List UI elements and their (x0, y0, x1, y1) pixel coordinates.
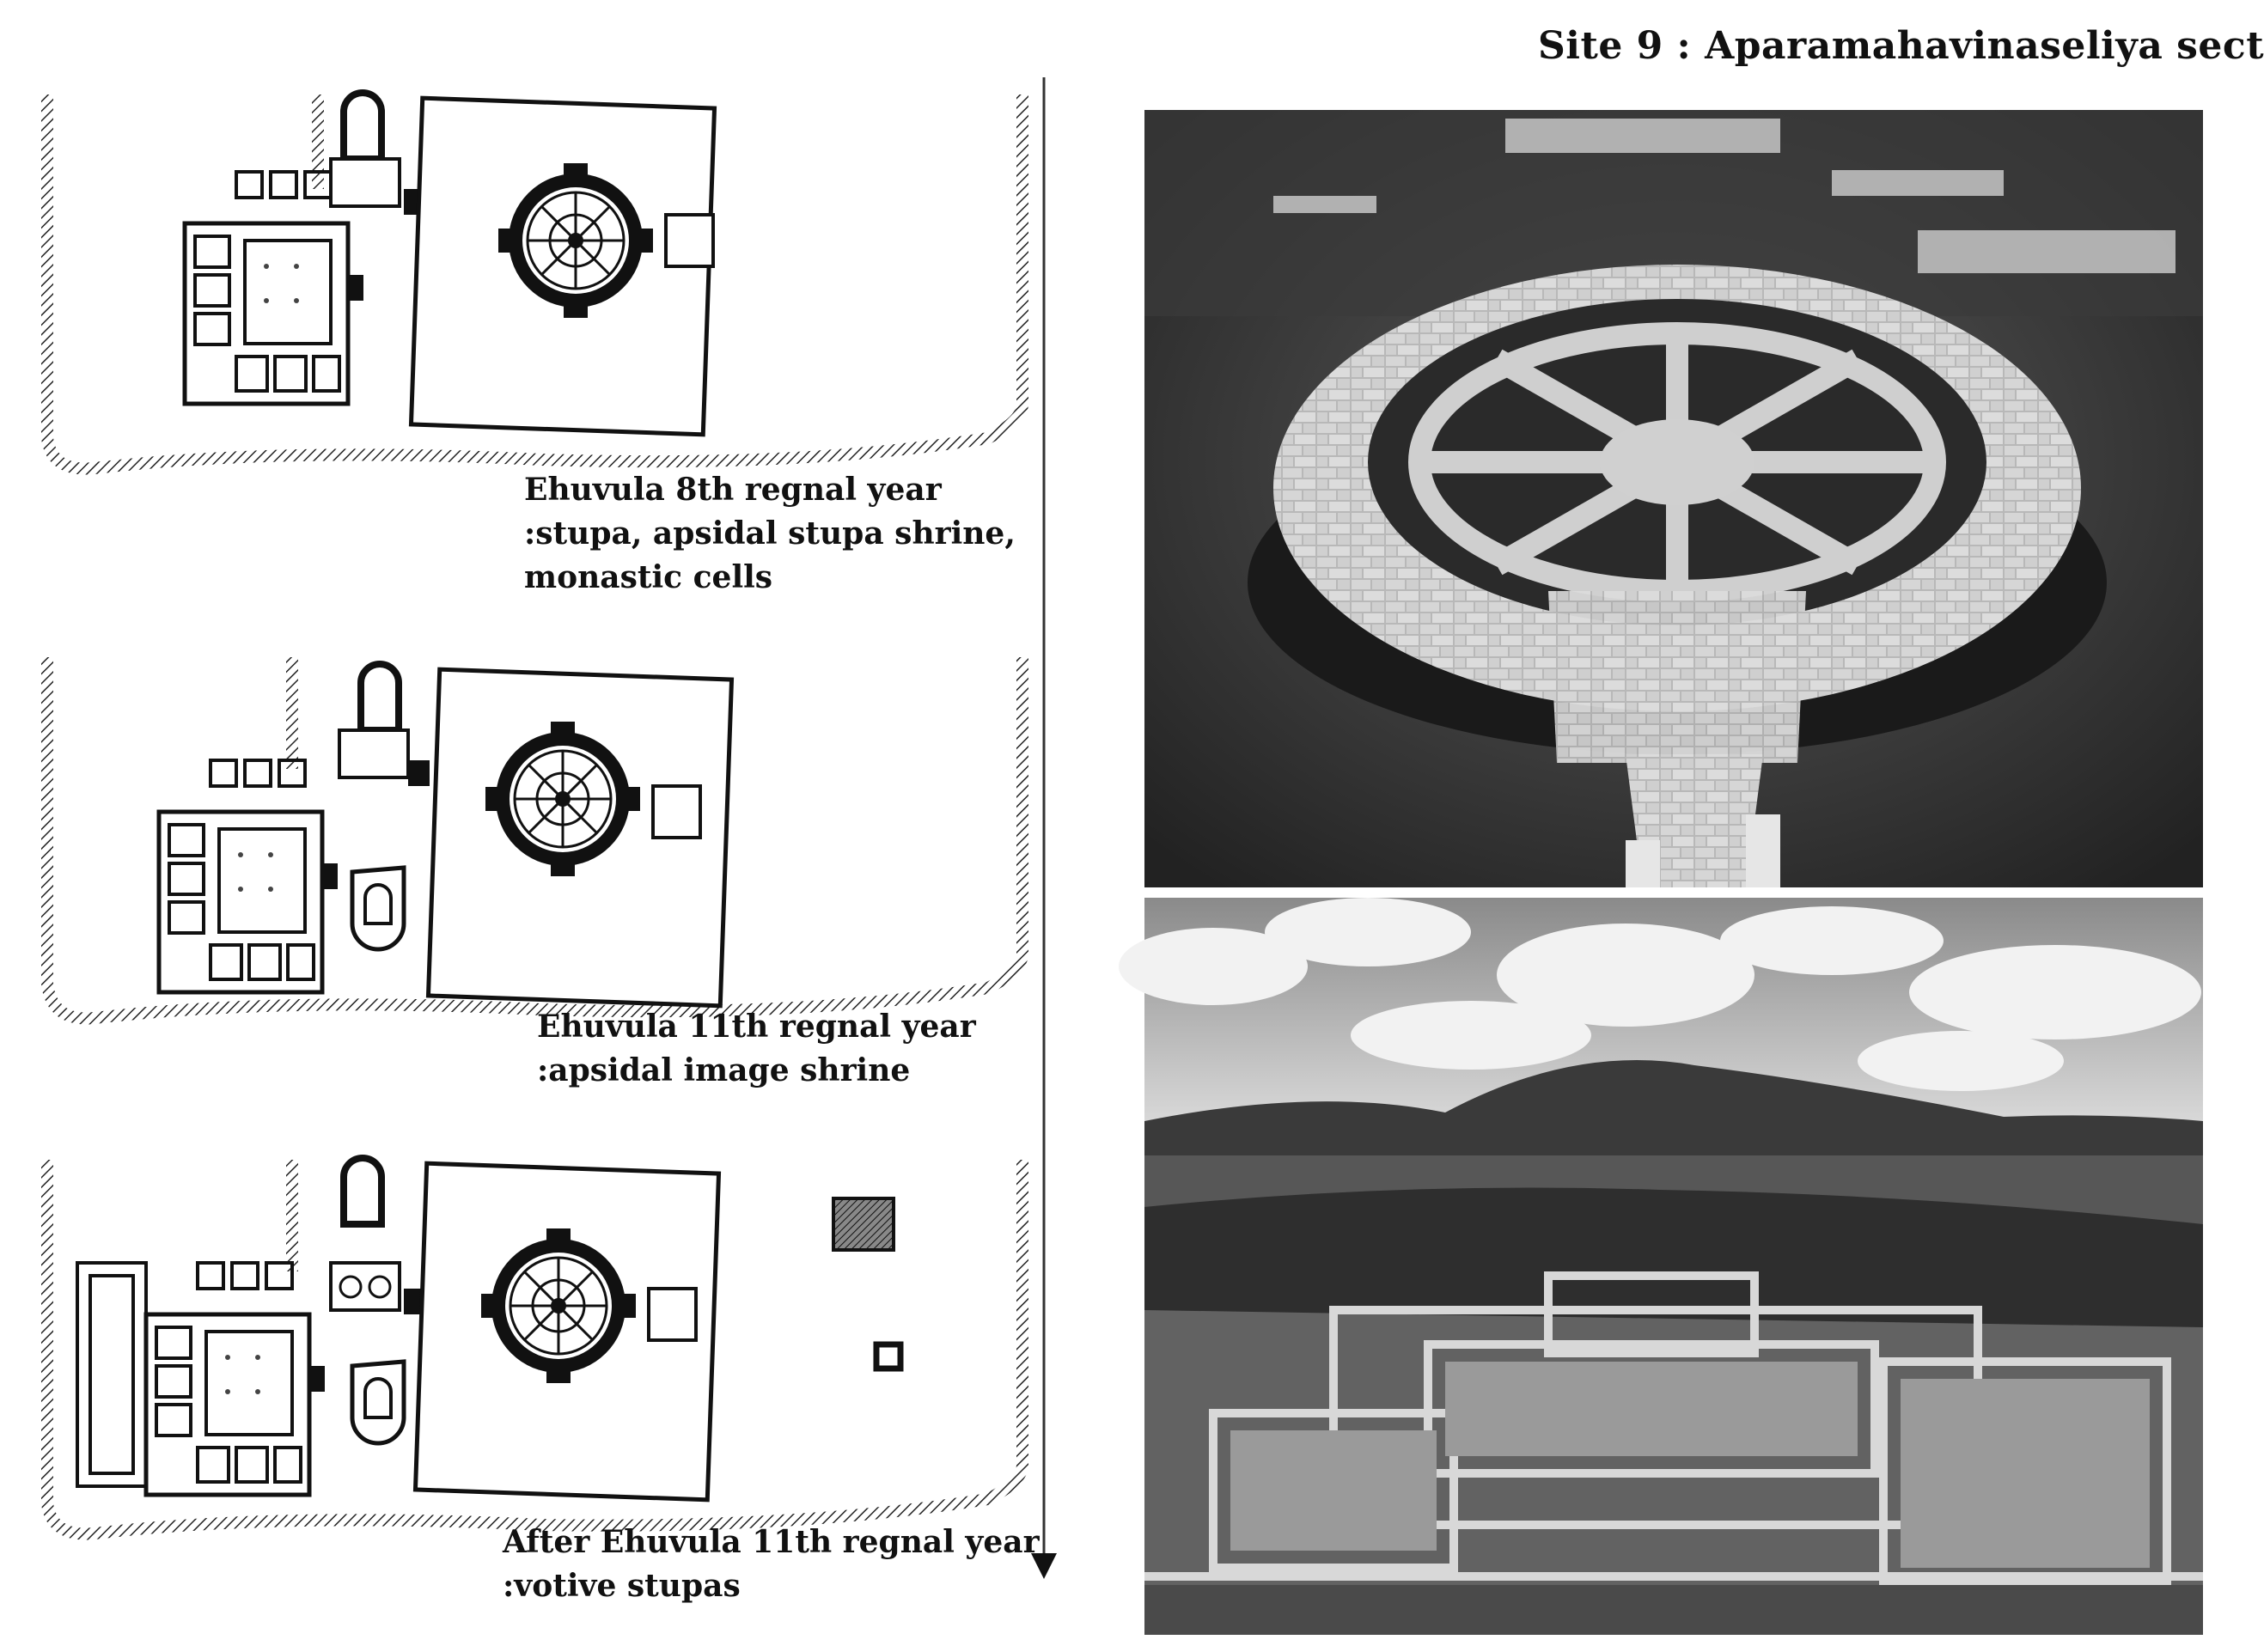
monastery-ruins-photo (1119, 898, 2203, 1635)
caption-line: :apsidal image shrine (537, 1052, 911, 1088)
page-title: Site 9 : Aparamahavinaseliya sect (1538, 24, 2264, 68)
photo-image (1144, 110, 2203, 887)
caption-phase-1: Ehuvula 8th regnal year :stupa, apsidal … (524, 468, 1016, 600)
aerial-stupa-photo (1144, 110, 2203, 887)
plan-drawing (41, 77, 1028, 475)
timeline-arrow (1031, 77, 1057, 1579)
caption-line: Ehuvula 11th regnal year (537, 1009, 976, 1045)
site-plan-phase-3 (26, 1134, 1048, 1589)
caption-line: Ehuvula 8th regnal year (524, 472, 942, 508)
caption-phase-3: After Ehuvula 11th regnal year :votive s… (503, 1521, 1040, 1608)
site-plan-phase-2 (26, 640, 1048, 1095)
caption-line: After Ehuvula 11th regnal year (503, 1524, 1040, 1560)
votive-stupa-marker (832, 1197, 895, 1252)
caption-line: :votive stupas (503, 1568, 741, 1604)
plan-drawing (41, 1134, 1028, 1540)
site-plan-phase-1 (26, 77, 1048, 533)
caption-line: monastic cells (524, 559, 773, 595)
caption-phase-2: Ehuvula 11th regnal year :apsidal image … (537, 1005, 976, 1093)
votive-stupa-marker (873, 1341, 904, 1372)
photo-image (1119, 898, 2203, 1635)
plan-drawing (41, 657, 1028, 1025)
caption-line: :stupa, apsidal stupa shrine, (524, 515, 1016, 552)
